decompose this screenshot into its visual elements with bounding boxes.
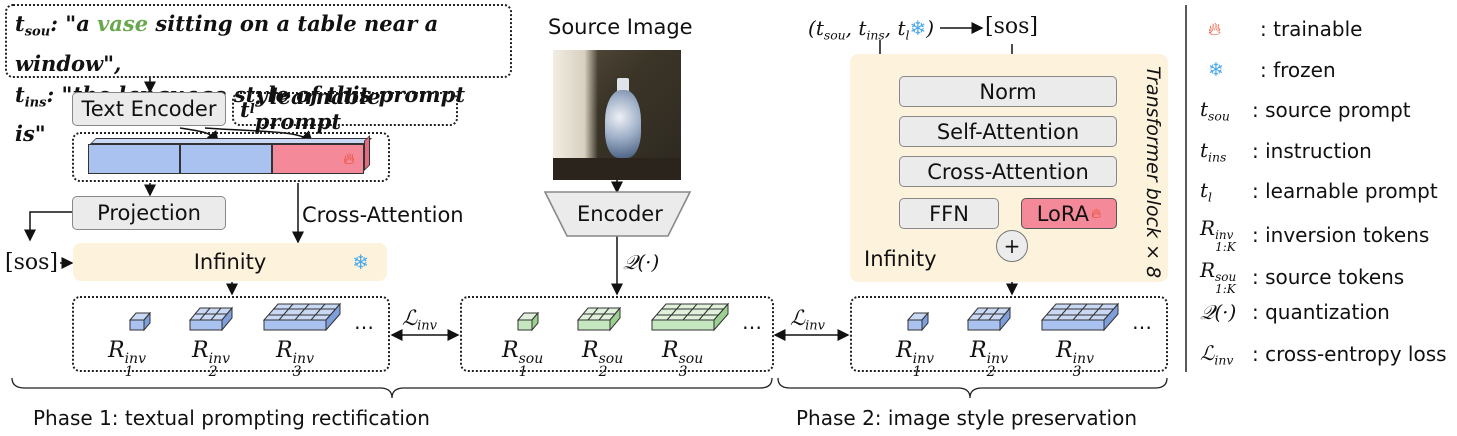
embedding-block-2 [180,144,272,174]
input-tuple-label: (tsou, tins, tl❄) [808,16,935,43]
lora-label: LoRA [1036,201,1089,226]
quantization-label: 𝒬(·) [623,250,660,274]
phase2-token-grid-r2 [966,306,1012,332]
encoder-label: Encoder [577,202,663,226]
ffn-box: FFN [899,198,999,229]
encoder-trapezoid [543,191,692,237]
legend-quantization: 𝒬(·) : quantization [1200,300,1390,324]
learnable-embedding-block: 🔥︎ [272,144,364,174]
token-grid-r3 [262,302,342,332]
legend-trainable: 🔥︎ : trainable [1200,17,1362,41]
loss-label-right: ℒinv [790,306,826,334]
sos-token-label-p2: [sos] [985,14,1038,39]
phase2-token-grid-r3 [1040,302,1120,332]
snowflake-icon: ❄ [909,16,927,40]
phase2-label: Phase 2: image style preservation [796,406,1137,430]
vase-neck [617,78,629,92]
source-image-title: Source Image [548,15,693,39]
source-prompt-line: tsou: "a vase sitting on a table near a … [15,11,439,76]
embedding-side-face [364,135,370,171]
norm-box: Norm [899,76,1117,107]
table-shape [553,158,681,180]
prompt-embedding-box: 🔥︎ [72,132,390,182]
loss-label-left: ℒinv [402,306,438,334]
phase1-label: Phase 1: textual prompting rectification [33,406,430,430]
source-token-grids [516,302,730,332]
cross-attention-label: Cross-Attention [302,203,464,227]
transformer-block-label-wrap: Transformer block × 8 [1140,66,1164,279]
snowflake-icon: ❄ [1208,59,1224,81]
projection-box: Projection [72,196,226,230]
embedding-top-face [90,138,372,144]
token-grid-r1 [128,311,152,332]
arrow-projection-to-sos [24,211,72,242]
phase2-token-grid-r1 [906,311,930,332]
fire-icon: 🔥︎ [343,149,355,168]
vase-keyword: vase [97,11,149,36]
phase2-token-grids [906,302,1120,332]
infinity-model-box: Infinity ❄ [73,243,387,281]
legend-learnable-prompt: tl : learnable prompt [1200,178,1438,205]
lora-box: LoRA🔥︎ [1021,198,1117,229]
fire-icon: 🔥︎ [1208,18,1222,40]
self-attention-box: Self-Attention [899,116,1117,147]
text-encoder-box: Text Encoder [72,92,226,126]
source-token-grid-r2 [576,306,622,332]
legend-source-prompt: tsou : source prompt [1200,97,1411,124]
legend-frozen: ❄ : frozen [1200,58,1336,82]
source-token-grid-r3 [650,302,730,332]
ellipsis: … [742,310,762,334]
legend-cross-entropy-loss: ℒinv : cross-entropy loss [1200,341,1447,368]
snowflake-icon: ❄ [352,250,369,274]
transformer-block-label: Transformer block × 8 [1142,66,1164,279]
phase2-brace [777,377,1168,399]
token-grid-r2 [188,306,234,332]
prompt-box: tsou: "a vase sitting on a table near a … [5,4,512,146]
infinity-label-p2: Infinity [864,247,937,271]
embedding-block-1 [88,144,180,174]
fire-icon: 🔥︎ [1091,205,1102,222]
phase1-brace [11,377,773,399]
ellipsis: … [354,310,374,334]
source-image [553,50,681,180]
legend-instruction: tins : instruction [1200,138,1372,165]
phase1-token-grids [128,302,342,332]
source-token-grid-r1 [516,311,540,332]
ellipsis: … [1132,310,1152,334]
vase-body [605,90,641,158]
sos-token-label: [sos] [5,250,58,275]
infinity-model-label: Infinity [193,250,267,274]
residual-add-node: + [996,230,1028,262]
cross-attention-box: Cross-Attention [899,156,1117,187]
